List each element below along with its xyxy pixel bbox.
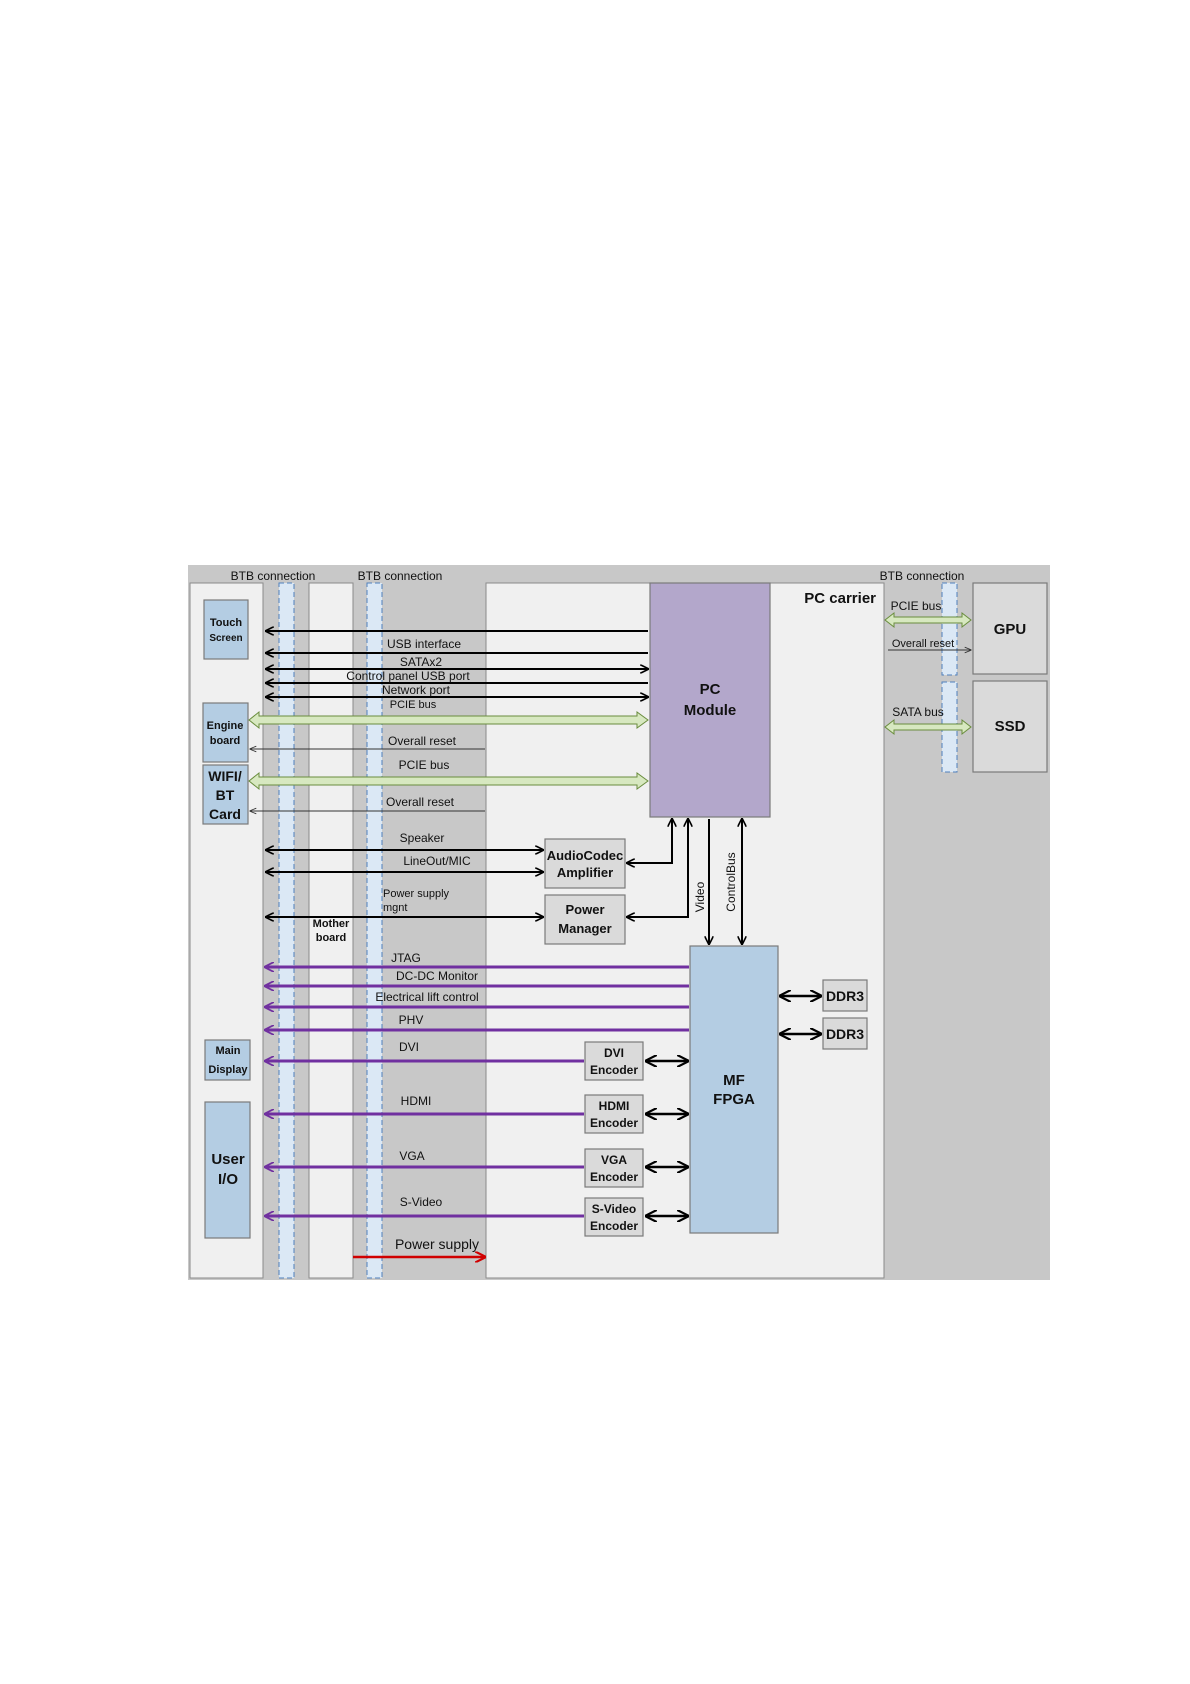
- mother-board-panel: [308, 582, 354, 1279]
- vga-label: VGA: [399, 1149, 424, 1163]
- gpu-block: GPU: [972, 582, 1048, 675]
- dvi-label: DVI: [399, 1040, 419, 1054]
- jtag-label: JTAG: [391, 951, 421, 965]
- power-manager-block: Power Manager: [544, 894, 626, 945]
- svg-text:Screen: Screen: [209, 633, 242, 644]
- svg-text:Encoder: Encoder: [590, 1116, 638, 1130]
- svg-text:DVI: DVI: [604, 1046, 624, 1060]
- touch-screen-block: Touch Screen: [203, 599, 249, 660]
- svg-text:Power: Power: [565, 902, 604, 917]
- svg-text:Encoder: Encoder: [590, 1219, 638, 1233]
- pc-module-to-power-manager-arrow: [627, 819, 688, 917]
- usb-interface-label: USB interface: [387, 637, 461, 651]
- user-io-block: User I/O: [204, 1101, 251, 1239]
- svg-text:WIFI/: WIFI/: [208, 768, 242, 784]
- svg-text:Card: Card: [209, 806, 241, 822]
- dcdc-monitor-label: DC-DC Monitor: [396, 969, 478, 983]
- svg-text:BT: BT: [216, 787, 235, 803]
- svg-text:Module: Module: [684, 702, 737, 719]
- btb-connection-left-label: BTB connection: [231, 569, 316, 583]
- power-supply-mgnt-label: Power supply: [383, 888, 450, 900]
- control-panel-usb-label: Control panel USB port: [346, 669, 470, 683]
- sata-bus-label: SATA bus: [892, 705, 944, 719]
- svg-text:Encoder: Encoder: [590, 1063, 638, 1077]
- svg-text:Amplifier: Amplifier: [557, 865, 613, 880]
- svg-text:DDR3: DDR3: [826, 988, 864, 1004]
- engine-board-block: Engine board: [202, 702, 249, 763]
- svg-text:DDR3: DDR3: [826, 1026, 864, 1042]
- overall-reset-label-1: Overall reset: [388, 734, 457, 748]
- svg-text:board: board: [210, 735, 241, 747]
- audio-codec-amplifier-block: AudioCodec Amplifier: [544, 838, 626, 889]
- svg-text:PC: PC: [700, 681, 721, 698]
- s-video-label: S-Video: [400, 1195, 443, 1209]
- vga-encoder-block: VGA Encoder: [584, 1148, 644, 1188]
- svg-text:GPU: GPU: [994, 621, 1027, 638]
- sata-x2-label: SATAx2: [400, 655, 443, 669]
- svg-text:VGA: VGA: [601, 1153, 627, 1167]
- pcie-bus-wifi-arrow: [248, 771, 649, 791]
- svg-text:Mother: Mother: [313, 918, 350, 930]
- ddr3-block-1: DDR3: [822, 979, 868, 1012]
- pc-carrier-title: PC carrier: [804, 590, 876, 607]
- pcie-bus-engine-arrow: [248, 710, 649, 730]
- svg-text:SSD: SSD: [995, 718, 1026, 735]
- svg-text:MF: MF: [723, 1072, 745, 1089]
- hdmi-label: HDMI: [401, 1094, 432, 1108]
- svg-text:User: User: [211, 1151, 245, 1168]
- pcie-bus-gpu-arrow: [884, 611, 972, 629]
- btb-connection-right-label: BTB connection: [880, 569, 965, 583]
- btb-connector-gpu: [941, 582, 958, 676]
- btb-connector-mid: [366, 582, 383, 1279]
- overall-reset-label-2: Overall reset: [386, 795, 455, 809]
- svg-text:I/O: I/O: [218, 1171, 238, 1188]
- main-display-block: Main Display: [204, 1039, 251, 1081]
- video-label: Video: [693, 881, 707, 912]
- wifi-bt-card-block: WIFI/ BT Card: [202, 764, 249, 825]
- network-port-label: Network port: [382, 683, 451, 697]
- pc-module-block: PC Module: [649, 582, 771, 818]
- power-supply-mgnt-label-2: mgnt: [383, 902, 407, 914]
- svg-text:HDMI: HDMI: [599, 1099, 630, 1113]
- ddr3-block-2: DDR3: [822, 1017, 868, 1050]
- power-supply-label: Power supply: [395, 1236, 479, 1252]
- hdmi-encoder-block: HDMI Encoder: [584, 1094, 644, 1134]
- speaker-label: Speaker: [400, 831, 445, 845]
- btb-connector-left: [278, 582, 295, 1279]
- pcie-bus-label-1: PCIE bus: [390, 699, 437, 711]
- mf-fpga-block: MF FPGA: [689, 945, 779, 1234]
- sata-bus-arrow: [884, 718, 972, 736]
- svg-text:Engine: Engine: [207, 720, 244, 732]
- overall-reset-gpu-label: Overall reset: [892, 638, 954, 650]
- svg-text:Touch: Touch: [210, 617, 242, 629]
- svg-text:Manager: Manager: [558, 921, 611, 936]
- svg-text:Main: Main: [215, 1045, 240, 1057]
- svg-text:board: board: [316, 932, 347, 944]
- svg-text:Encoder: Encoder: [590, 1170, 638, 1184]
- electrical-lift-label: Electrical lift control: [375, 990, 478, 1004]
- pcie-bus-gpu-label: PCIE bus: [891, 599, 942, 613]
- pcie-bus-label-2: PCIE bus: [399, 758, 450, 772]
- svg-text:FPGA: FPGA: [713, 1091, 755, 1108]
- dvi-encoder-block: DVI Encoder: [584, 1041, 644, 1081]
- control-bus-label: ControlBus: [724, 852, 738, 911]
- svg-text:Display: Display: [208, 1064, 248, 1076]
- svg-text:S-Video: S-Video: [592, 1202, 636, 1216]
- svideo-encoder-block: S-Video Encoder: [584, 1197, 644, 1237]
- btb-connection-mid-label: BTB connection: [358, 569, 443, 583]
- lineout-mic-label: LineOut/MIC: [403, 854, 471, 868]
- ssd-block: SSD: [972, 680, 1048, 773]
- phv-label: PHV: [399, 1013, 424, 1027]
- svg-text:AudioCodec: AudioCodec: [547, 848, 624, 863]
